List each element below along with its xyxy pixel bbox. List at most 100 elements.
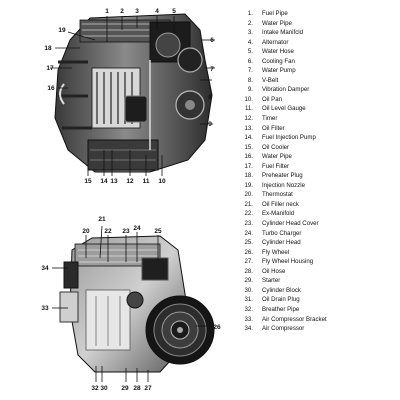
legend-label: Air Compressor — [262, 325, 305, 333]
top-callout-label: 18 — [44, 45, 52, 52]
legend-item: 13.Oil Filter — [240, 124, 398, 134]
top-callout-label: 14 — [100, 178, 108, 185]
top-callout-label: 6 — [210, 37, 214, 44]
legend-label: Oil Drain Plug — [262, 296, 300, 304]
legend-item: 23. Cylinder Head Cover — [240, 219, 398, 229]
legend-item: 2. Water Pipe — [240, 19, 398, 29]
legend-number: 8. — [247, 76, 253, 84]
bottom-callout-lines — [52, 225, 210, 382]
bottom-callout-label: 24 — [133, 225, 141, 232]
bottom-callout-label: 33 — [41, 305, 49, 312]
legend-number: 3. — [247, 29, 253, 37]
legend-item: 12. Timer — [240, 114, 398, 124]
legend-item: 33. Air Compressor Bracket — [240, 315, 398, 325]
bottom-callout-label: 34 — [41, 265, 49, 272]
legend-item: 1.Fuel Pipe — [240, 9, 398, 19]
top-callout-label: 19 — [58, 27, 66, 34]
top-callout-label: 1 — [105, 8, 109, 15]
legend-number: 33. — [244, 315, 253, 323]
top-callout-label: 16 — [47, 85, 55, 92]
legend-number: 25. — [244, 239, 253, 247]
legend-number: 6. — [247, 57, 253, 65]
legend-item: 15. Oil Cooler — [240, 143, 398, 153]
bottom-callout-label: 30 — [100, 385, 108, 392]
legend-number: 14. — [244, 134, 253, 142]
legend-item: 22.Ex-Manifold — [240, 209, 398, 219]
legend-item: 19. Injection Nozzle — [240, 181, 398, 191]
legend-number: 16. — [244, 153, 253, 161]
legend-label: Fuel Injection Pump — [262, 134, 316, 142]
legend-item: 5.Water Hose — [240, 47, 398, 57]
bottom-callout-label: 28 — [133, 385, 141, 392]
legend-item: 17.Fuel Filter — [240, 162, 398, 172]
legend-item: 7. Water Pump — [240, 66, 398, 76]
legend-item: 6.Cooling Fan — [240, 57, 398, 67]
top-callout-label: 13 — [110, 178, 118, 185]
legend-item: 27.Fly Wheel Housing — [240, 257, 398, 267]
bottom-callout-label: 26 — [213, 324, 221, 331]
top-callout-label: 8 — [208, 94, 212, 101]
legend-label: Water Pump — [262, 67, 296, 75]
legend-item: 31.Oil Drain Plug — [240, 295, 398, 305]
legend-label: Water Pipe — [262, 19, 292, 27]
legend-number: 7. — [247, 67, 253, 75]
legend-item: 20.Thermostat — [240, 190, 398, 200]
legend-number: 20. — [244, 191, 253, 199]
bottom-callout-label: 25 — [154, 228, 162, 235]
legend-label: Oil Filler neck — [262, 200, 299, 208]
legend-item: 14. Fuel Injection Pump — [240, 133, 398, 143]
bottom-callout-label: 23 — [122, 228, 130, 235]
legend-label: Fly Wheel — [262, 248, 290, 256]
legend-item: 4.Alternator — [240, 38, 398, 48]
legend-item: 26.Fly Wheel — [240, 248, 398, 258]
legend-label: Timer — [262, 115, 278, 123]
legend-number: 23. — [244, 220, 253, 228]
legend-item: 3.Intake Manifcld — [240, 28, 398, 38]
legend-label: Air Compressor Bracket — [262, 315, 327, 323]
legend-number: 19. — [244, 181, 253, 189]
legend-label: Fuel Filter — [262, 162, 290, 170]
legend-label: Turbo Charger — [262, 229, 302, 237]
legend-item: 9.Vibration Damper — [240, 85, 398, 95]
legend-item: 21. Oil Filler neck — [240, 200, 398, 210]
top-callout-label: 17 — [46, 65, 54, 72]
legend-number: 2. — [247, 19, 253, 27]
legend-number: 9. — [247, 86, 253, 94]
legend-number: 29. — [244, 277, 253, 285]
legend-number: 24. — [244, 229, 253, 237]
top-callout-label: 10 — [158, 178, 166, 185]
legend-item: 32.Breather Pipe — [240, 305, 398, 315]
legend-number: 5. — [247, 48, 253, 56]
legend-label: Alternator — [262, 38, 289, 46]
legend-item: 34. Air Compressor — [240, 324, 398, 334]
legend-label: Preheater Plug — [262, 172, 303, 180]
legend-number: 1. — [247, 10, 253, 17]
bottom-callout-numbers: 20 21 22 23 24 25 26 27 28 29 30 32 33 3… — [41, 216, 221, 392]
legend-item: 24. Turbo Charger — [240, 229, 398, 239]
legend-item: 18.Preheater Plug — [240, 171, 398, 181]
legend-label: Injection Nozzle — [262, 181, 306, 189]
legend-item: 28.Oil Hose — [240, 267, 398, 277]
legend-number: 10. — [244, 95, 253, 103]
legend-item: 11.Oil Level Gauge — [240, 104, 398, 114]
legend-item: 8.V-Belt — [240, 76, 398, 86]
top-callout-label: 11 — [143, 178, 150, 185]
bottom-engine-illustration — [59, 235, 215, 373]
parts-legend: 1.Fuel Pipe 2. Water Pipe 3.Intake Manifc… — [240, 9, 398, 334]
legend-label: Oil Level Gauge — [262, 105, 306, 113]
legend-label: Oil Cooler — [262, 143, 290, 151]
top-engine-illustration — [54, 13, 213, 173]
legend-number: 15. — [244, 143, 253, 151]
top-callout-label: 4 — [155, 8, 159, 15]
legend-number: 13. — [244, 124, 253, 132]
legend-label: Cylinder Head Cover — [262, 220, 319, 228]
bottom-callout-label: 20 — [82, 228, 90, 235]
top-callout-label: 12 — [126, 178, 134, 185]
top-callout-label: 5 — [172, 8, 176, 15]
legend-number: 12. — [244, 115, 253, 123]
legend-number: 21. — [244, 200, 253, 208]
legend-label: Fly Wheel Housing — [262, 258, 314, 266]
legend-item: 10.Oil Pan — [240, 95, 398, 105]
legend-number: 34. — [244, 325, 253, 333]
